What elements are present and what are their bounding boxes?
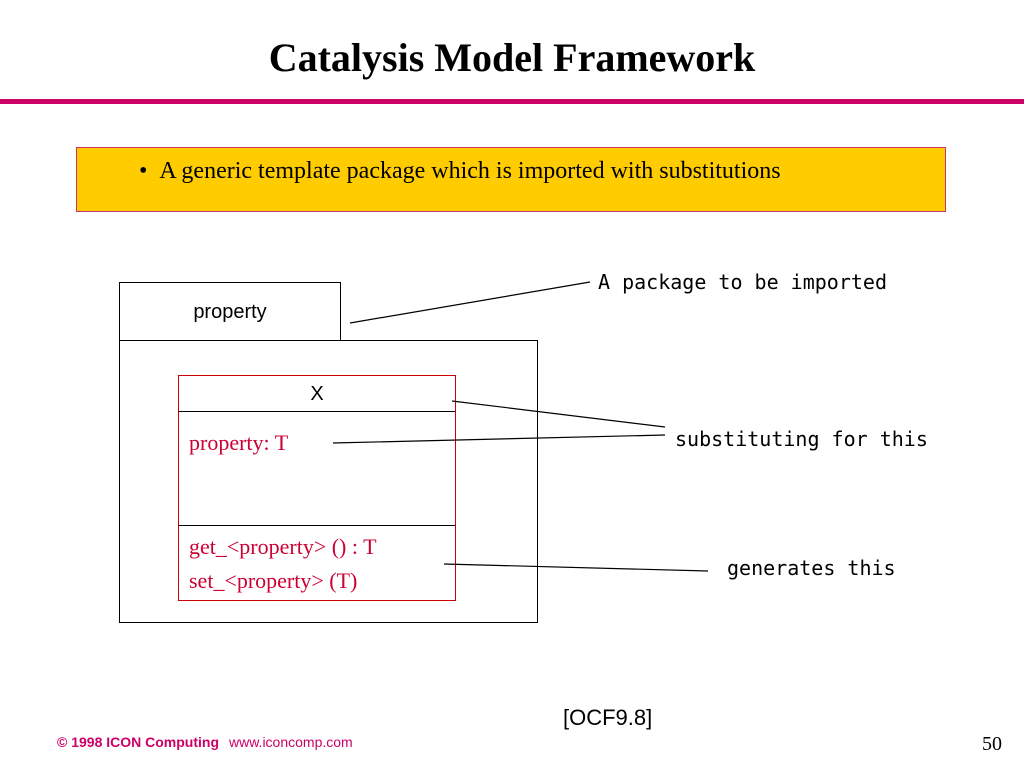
bullet-text: A generic template package which is impo…: [159, 158, 781, 184]
class-divider: [179, 525, 455, 526]
class-operation-get: get_<property> () : T: [189, 534, 377, 559]
footer-url[interactable]: www.iconcomp.com: [229, 734, 353, 750]
class-box: X property: T get_<property> () : T set_…: [178, 375, 456, 601]
footer-copyright: © 1998 ICON Computing: [57, 734, 219, 750]
class-attribute: property: T: [189, 430, 289, 455]
title-divider: [0, 99, 1024, 104]
class-name: X: [179, 376, 455, 412]
class-operation-set: set_<property> (T): [189, 568, 358, 593]
reference-tag: [OCF9.8]: [563, 705, 653, 730]
package-name: property: [193, 301, 267, 323]
connector-package: [349, 281, 591, 324]
footer: © 1998 ICON Computing www.iconcomp.com: [57, 734, 353, 750]
bullet-item: • A generic template package which is imp…: [139, 158, 781, 185]
page-number: 50: [982, 733, 1002, 755]
bullet-marker: •: [139, 158, 148, 184]
annotation-substitution: substituting for this: [675, 427, 928, 451]
annotation-generation: generates this: [727, 556, 896, 580]
bullet-box: • A generic template package which is imp…: [76, 147, 946, 212]
slide-title: Catalysis Model Framework: [268, 35, 756, 80]
package-tab: property: [119, 282, 341, 341]
annotation-package: A package to be imported: [598, 270, 887, 294]
